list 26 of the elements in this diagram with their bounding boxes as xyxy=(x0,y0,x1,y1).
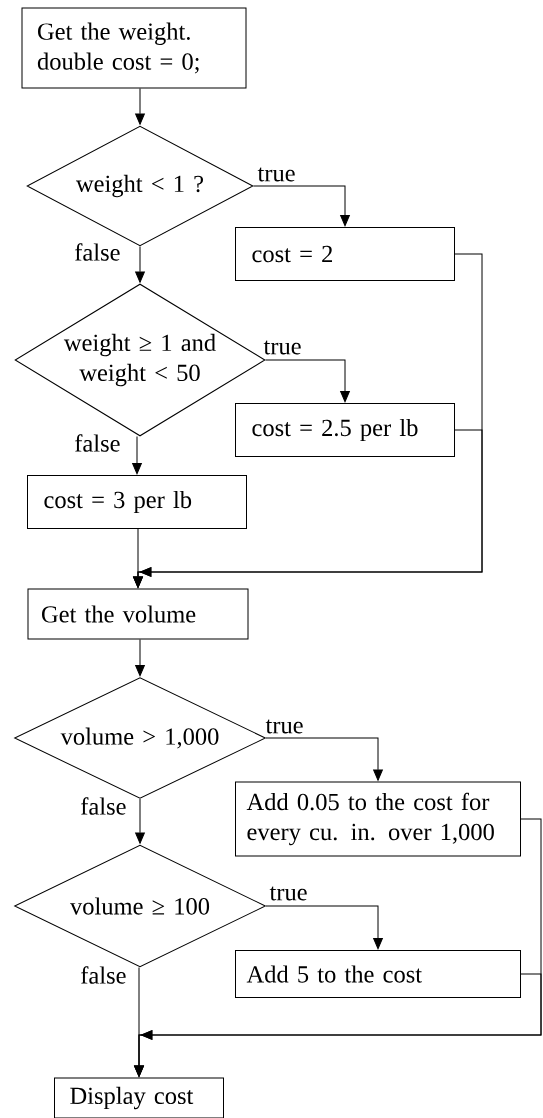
edge-label: true xyxy=(264,718,305,735)
arrow xyxy=(132,436,142,475)
arrow xyxy=(265,359,350,403)
arrow xyxy=(265,737,383,781)
edge-label: false xyxy=(79,965,128,985)
edge-label: false xyxy=(79,796,128,816)
process-box: cost = 2 xyxy=(235,227,455,281)
arrow xyxy=(133,528,143,588)
arrow xyxy=(135,798,145,844)
edge-label: true xyxy=(268,885,309,902)
process-box: cost = 2.5 per lb xyxy=(235,403,455,457)
edge-label: true xyxy=(262,339,303,356)
edge-label: false xyxy=(73,433,122,453)
arrow xyxy=(265,905,383,950)
process-box: cost = 3 per lb xyxy=(27,475,247,529)
arrow xyxy=(135,88,145,125)
process-box: Get the volume xyxy=(27,588,249,640)
edge-label: true xyxy=(256,166,297,183)
process-box: Add 0.05 to the cost for every cu. in. over 1,000 xyxy=(235,781,521,857)
process-box: Add 5 to the cost xyxy=(235,950,521,998)
arrow xyxy=(253,185,350,227)
process-box: Display cost xyxy=(54,1077,224,1118)
arrow xyxy=(135,246,145,283)
process-box: Get the weight. double cost = 0; xyxy=(21,7,247,89)
arrow xyxy=(135,639,145,677)
arrow xyxy=(134,967,144,1077)
